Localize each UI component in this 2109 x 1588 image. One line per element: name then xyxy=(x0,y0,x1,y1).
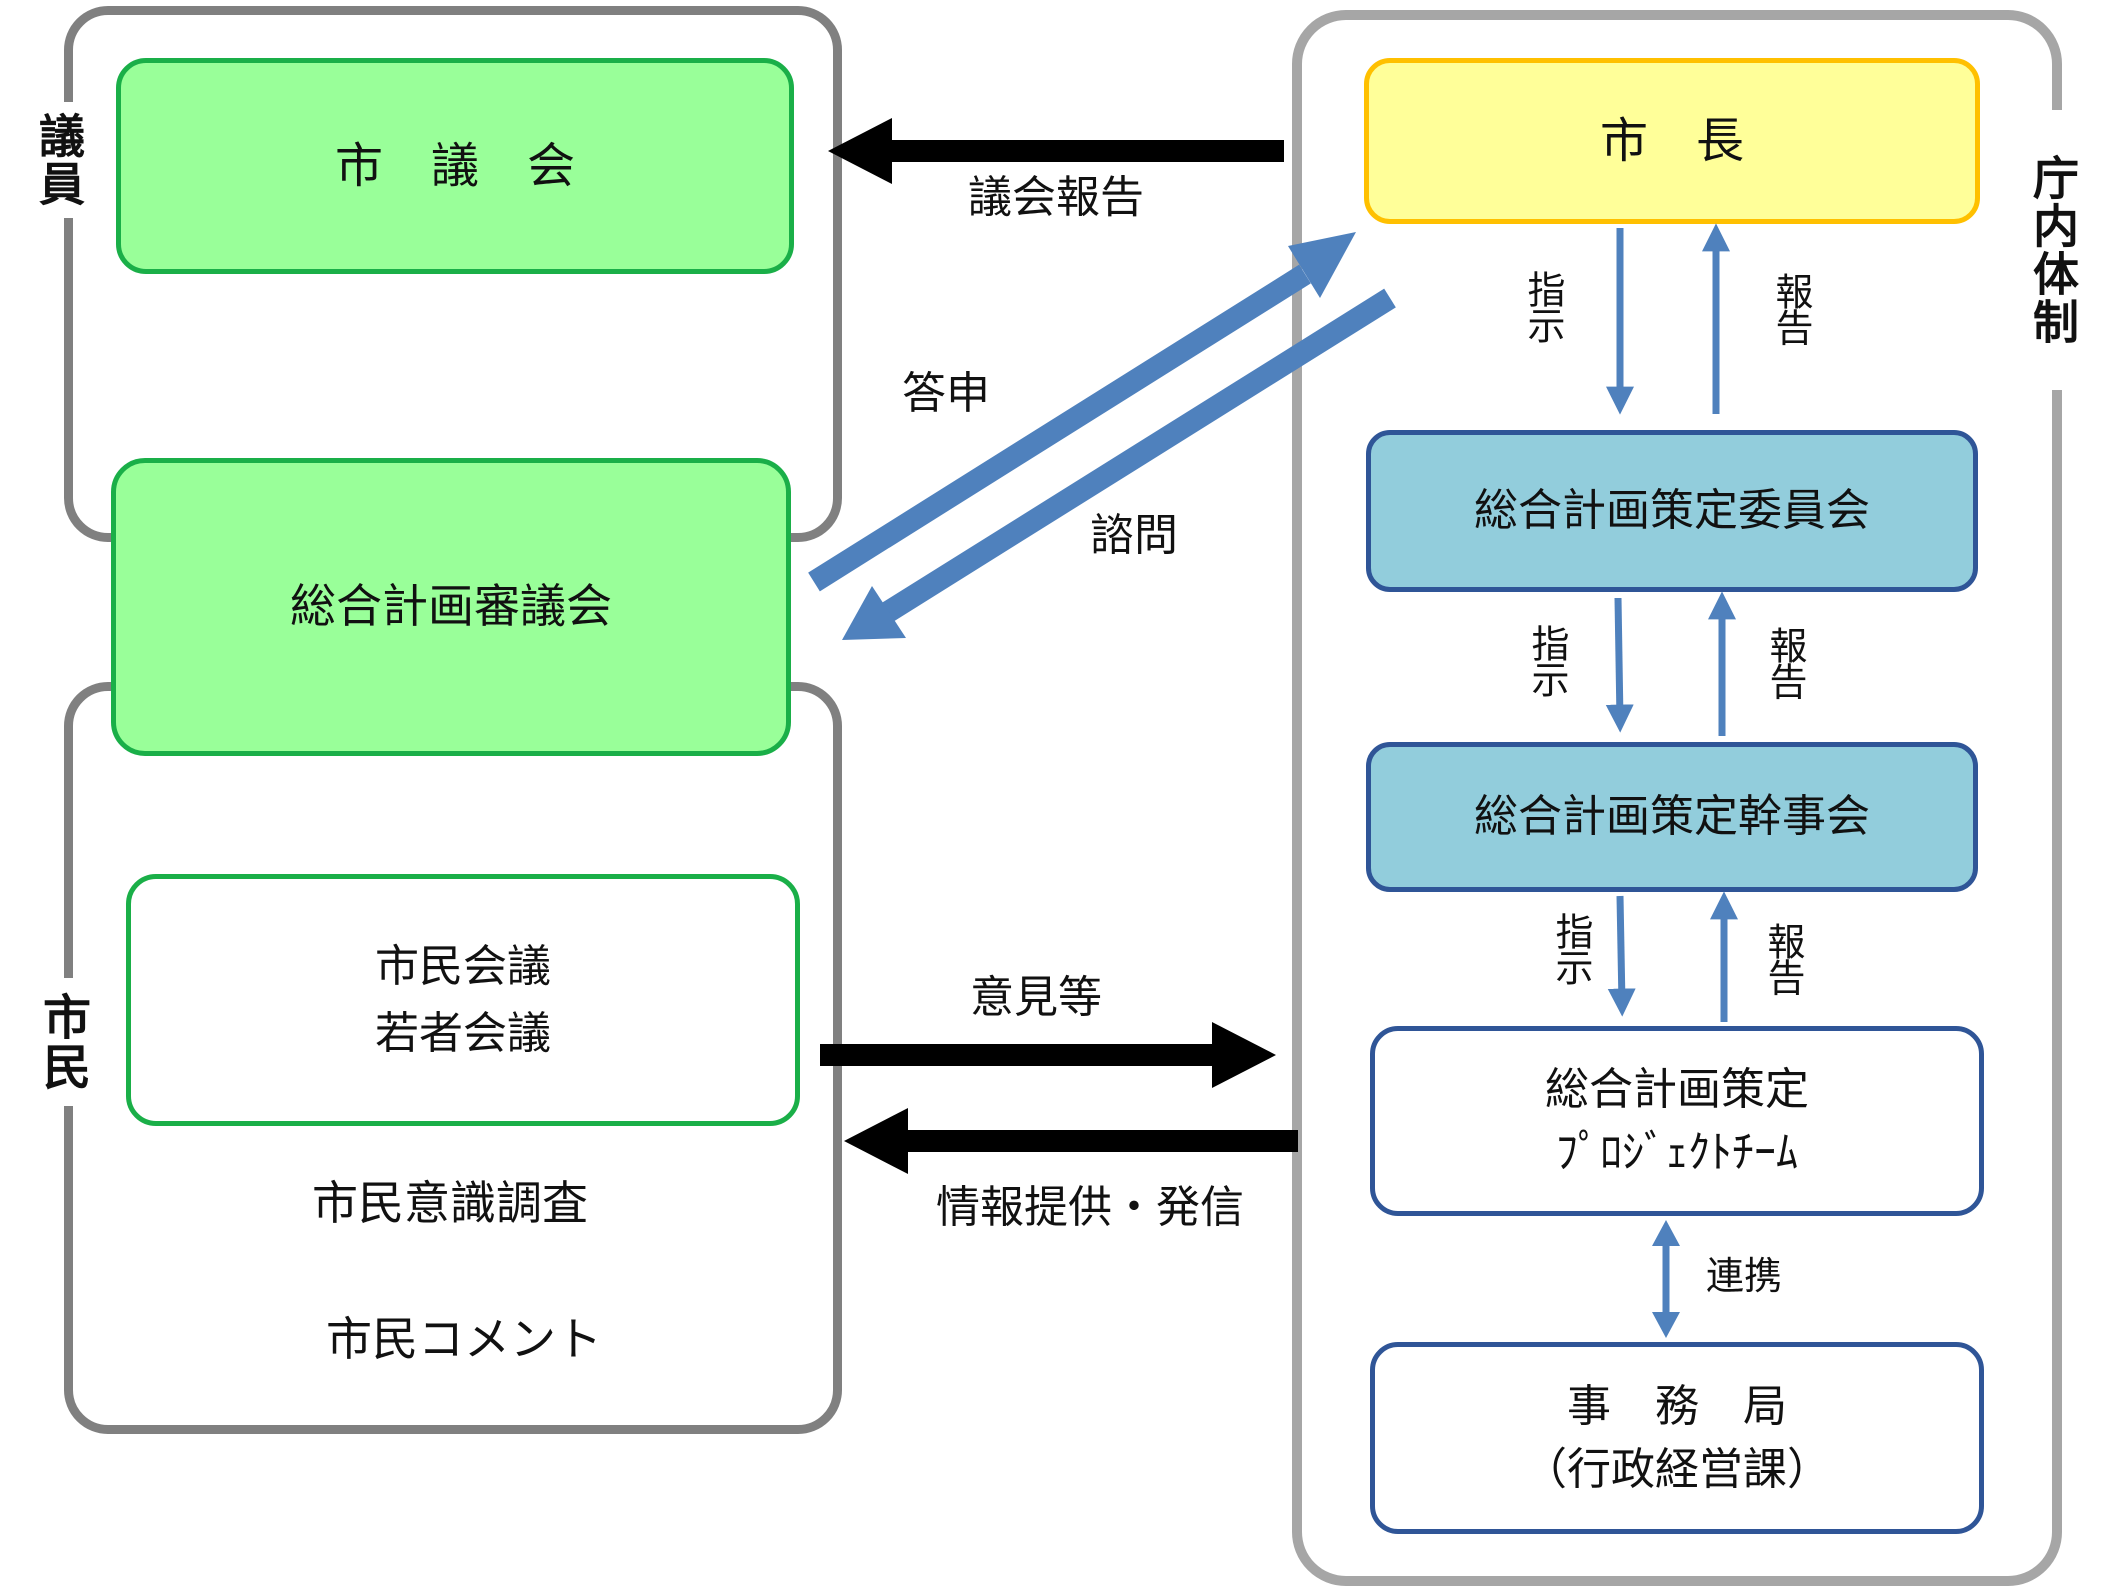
shiji-arrow-3 xyxy=(1607,895,1636,1017)
jimukyoku-line-2: （行政経営課） xyxy=(1523,1444,1831,1495)
giin-side-label: 議員 xyxy=(32,102,86,218)
iinkai-box: 総合計画策定委員会 xyxy=(1366,430,1978,592)
chonai-group-frame xyxy=(1292,10,2062,1586)
iken-arrow xyxy=(820,1022,1276,1088)
ishiki-chosa-text: 市民意識調査 xyxy=(312,1176,588,1230)
project-team-line-1: 総合計画策定 xyxy=(1545,1063,1809,1115)
hokoku-label-2: 報告 xyxy=(1763,626,1807,698)
shiji-label-3: 指示 xyxy=(1549,912,1593,984)
shimin-kaigi-line-1: 市民会議 xyxy=(375,940,551,992)
shicho-box: 市 長 xyxy=(1364,58,1980,224)
shiji-label-2: 指示 xyxy=(1525,624,1569,696)
gikai-hokoku-arrow xyxy=(828,118,1284,184)
shingikai-box: 総合計画審議会 xyxy=(111,458,791,756)
hokoku-label-1: 報告 xyxy=(1769,272,1813,344)
shiji-arrow-2 xyxy=(1605,597,1634,733)
joho-arrow xyxy=(844,1108,1298,1174)
project-team-line-2: ﾌﾟﾛｼﾞｪｸﾄﾁｰﾑ xyxy=(1556,1127,1798,1178)
shimon-label: 諮問 xyxy=(1090,510,1178,561)
renkei-label: 連携 xyxy=(1706,1254,1783,1298)
shimon-arrow xyxy=(842,288,1396,640)
kanjikai-box: 総合計画策定幹事会 xyxy=(1366,742,1978,892)
jimukyoku-box: 事 務 局 （行政経営課） xyxy=(1370,1342,1984,1534)
hokoku-label-3: 報告 xyxy=(1761,922,1805,994)
shimin-side-label: 市民 xyxy=(34,978,90,1106)
iken-label: 意見等 xyxy=(970,972,1102,1023)
renkei-arrow xyxy=(1652,1220,1680,1338)
shiji-label-1: 指示 xyxy=(1521,270,1565,342)
shimin-kaigi-line-2: 若者会議 xyxy=(375,1008,551,1059)
shimin-kaigi-box: 市民会議 若者会議 xyxy=(126,874,800,1126)
toshin-label: 答申 xyxy=(902,368,990,419)
jimukyoku-line-1: 事 務 局 xyxy=(1567,1380,1787,1432)
toshin-arrow xyxy=(808,232,1356,592)
shigikai-box: 市 議 会 xyxy=(116,58,794,274)
joho-label: 情報提供・発信 xyxy=(936,1182,1244,1233)
project-team-box: 総合計画策定 ﾌﾟﾛｼﾞｪｸﾄﾁｰﾑ xyxy=(1370,1026,1984,1216)
chonai-side-label: 庁内体制 xyxy=(2026,110,2080,390)
shimin-comment-text: 市民コメント xyxy=(326,1312,602,1366)
gikai-hokoku-label: 議会報告 xyxy=(968,172,1144,223)
